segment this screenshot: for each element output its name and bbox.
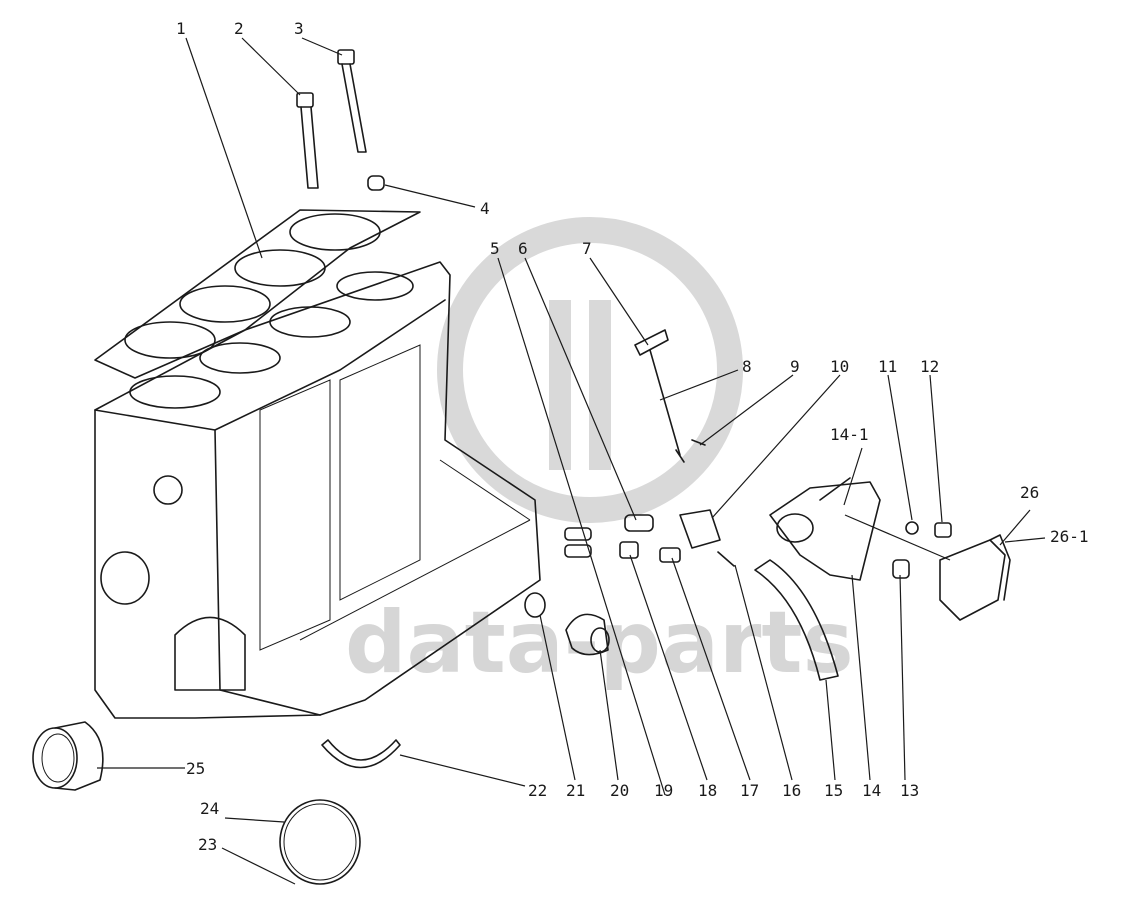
- callout-14-1: 14-1: [830, 425, 869, 444]
- callout-26-1: 26-1: [1050, 527, 1089, 546]
- callout-13: 13: [900, 781, 919, 800]
- o-ring-21: [524, 592, 546, 618]
- cylinder-block: [94, 261, 541, 719]
- head-bolt-2: [296, 92, 319, 189]
- watermark-text: data-parts: [345, 593, 854, 693]
- callout-1: 1: [176, 19, 186, 38]
- seal-ring-25: [32, 721, 104, 791]
- cover-26: [939, 534, 1011, 621]
- callout-12: 12: [920, 357, 939, 376]
- callout-22: 22: [528, 781, 547, 800]
- callout-3: 3: [294, 19, 304, 38]
- callout-17: 17: [740, 781, 759, 800]
- head-bolt-3: [337, 49, 367, 153]
- callout-18: 18: [698, 781, 717, 800]
- oil-pipe-15: [754, 559, 839, 681]
- callout-labels: 1 2 3 4 5 6 7 8 9 10 11 12 14-1 26 26-1 …: [176, 19, 1089, 854]
- callout-10: 10: [830, 357, 849, 376]
- callout-14: 14: [862, 781, 881, 800]
- callout-26: 26: [1020, 483, 1039, 502]
- callout-5: 5: [490, 239, 500, 258]
- callout-25: 25: [186, 759, 205, 778]
- small-screw-9: [691, 439, 706, 446]
- watermark: data-parts: [345, 217, 854, 693]
- nut-12: [934, 522, 952, 538]
- plug-13: [892, 559, 910, 579]
- cylinder-head-gasket: [94, 209, 421, 379]
- callout-16: 16: [782, 781, 801, 800]
- callout-7: 7: [582, 239, 592, 258]
- callout-6: 6: [518, 239, 528, 258]
- callout-9: 9: [790, 357, 800, 376]
- nut-11: [905, 521, 919, 535]
- callout-24: 24: [200, 799, 219, 818]
- dipstick: [634, 329, 685, 463]
- dowel-pin-4: [367, 175, 385, 191]
- callout-4: 4: [480, 199, 490, 218]
- leader-lines: [97, 37, 1046, 885]
- thrust-ring-23-24: [279, 799, 361, 885]
- bracket-14: [769, 477, 881, 581]
- callout-2: 2: [234, 19, 244, 38]
- callout-20: 20: [610, 781, 629, 800]
- callout-21: 21: [566, 781, 585, 800]
- callout-23: 23: [198, 835, 217, 854]
- fittings-group: [564, 509, 735, 567]
- callout-8: 8: [742, 357, 752, 376]
- callout-19: 19: [654, 781, 673, 800]
- bearing-shell-22: [321, 739, 401, 769]
- callout-11: 11: [878, 357, 897, 376]
- callout-15: 15: [824, 781, 843, 800]
